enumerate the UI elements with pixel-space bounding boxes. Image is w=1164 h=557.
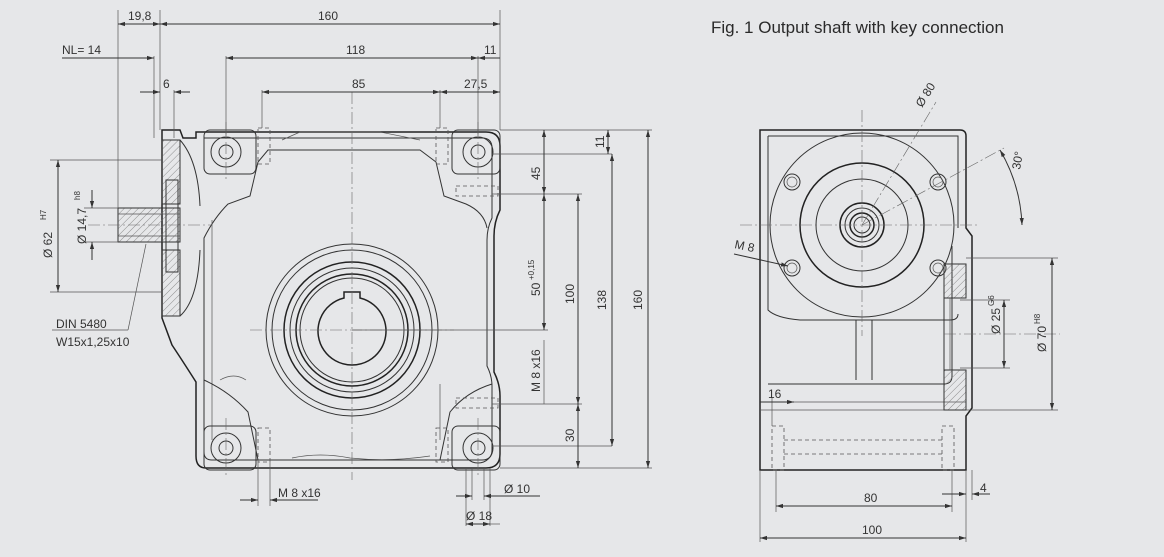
dim-thread-m8: M 8: [733, 237, 756, 255]
input-flange-section: [117, 139, 201, 317]
dim-offset-19-8: 19,8: [128, 9, 152, 23]
figure-caption: Fig. 1 Output shaft with key connection: [711, 18, 1004, 37]
label-spline-standard: DIN 5480: [56, 317, 107, 331]
dim-thread-bottom: M 8 x16: [278, 486, 321, 500]
dim-angle-30: 30°: [1009, 150, 1026, 171]
side-dimension-text: Ø 80 30° M 8 Ø 25 G6 Ø 70 H8 16 80 4 100: [733, 80, 1049, 537]
dim-bore-62: Ø 62: [41, 232, 55, 258]
dim-shaft-14-7: Ø 14,7: [75, 208, 89, 244]
side-centre-lines: [740, 101, 1060, 336]
dim-right-100: 100: [563, 284, 577, 304]
dim-right-11: 11: [593, 135, 607, 148]
dim-dia-25: Ø 25: [989, 308, 1003, 334]
bolt-lug-top-left: [203, 129, 257, 175]
label-spline-spec: W15x1,25x10: [56, 335, 130, 349]
dim-bore-62-tol: H7: [39, 209, 48, 220]
bolt-lug-top-right: [451, 129, 501, 175]
tapped-holes-hidden: [257, 127, 499, 463]
dim-width-100: 100: [862, 523, 882, 537]
dim-offset-27-5: 27,5: [464, 77, 488, 91]
dim-right-138: 138: [595, 290, 609, 310]
dim-width-80: 80: [864, 491, 878, 505]
dim-shaft-14-7-tol: h8: [73, 191, 82, 200]
side-feet-hidden: [771, 425, 955, 471]
dim-offset-16: 16: [768, 387, 782, 401]
dim-edge-11: 11: [484, 43, 497, 57]
dim-dia-80: Ø 80: [913, 80, 939, 110]
bolt-lug-bottom-right: [451, 425, 501, 471]
dim-flange-6: 6: [163, 77, 170, 91]
front-view: 19,8 160 NL= 14 118 11 6 85 27,5 Ø 62 H7…: [39, 9, 652, 527]
dim-dia-25-tol: G6: [987, 295, 996, 306]
dim-overall-160: 160: [318, 9, 338, 23]
side-dimension-lines: [733, 149, 1058, 542]
side-housing-outline: [759, 129, 973, 471]
dim-right-50: 50: [529, 282, 543, 296]
front-dimension-text: 19,8 160 NL= 14 118 11 6 85 27,5 Ø 62 H7…: [39, 9, 645, 523]
dim-dia-10: Ø 10: [504, 482, 530, 496]
dim-dia-70: Ø 70: [1035, 326, 1049, 352]
dim-offset-4: 4: [980, 481, 987, 495]
dim-thread-side: M 8 x16: [529, 349, 543, 392]
side-bolt-holes: [783, 173, 947, 277]
dim-right-45: 45: [529, 166, 543, 180]
dim-right-160: 160: [631, 290, 645, 310]
dim-right-30: 30: [563, 428, 577, 442]
dim-dia-18: Ø 18: [466, 509, 492, 523]
front-dimension-lines: [50, 10, 652, 527]
housing-outline: [161, 129, 501, 469]
side-output-seal-section: [943, 263, 967, 411]
dim-nl: NL= 14: [62, 43, 101, 57]
dim-inner-85: 85: [352, 77, 366, 91]
dim-right-50-tol: +0,15: [527, 259, 536, 280]
dim-dia-70-tol: H8: [1033, 313, 1042, 324]
side-view: Ø 80 30° M 8 Ø 25 G6 Ø 70 H8 16 80 4 100: [733, 80, 1060, 542]
dim-hole-span-118: 118: [346, 43, 365, 57]
